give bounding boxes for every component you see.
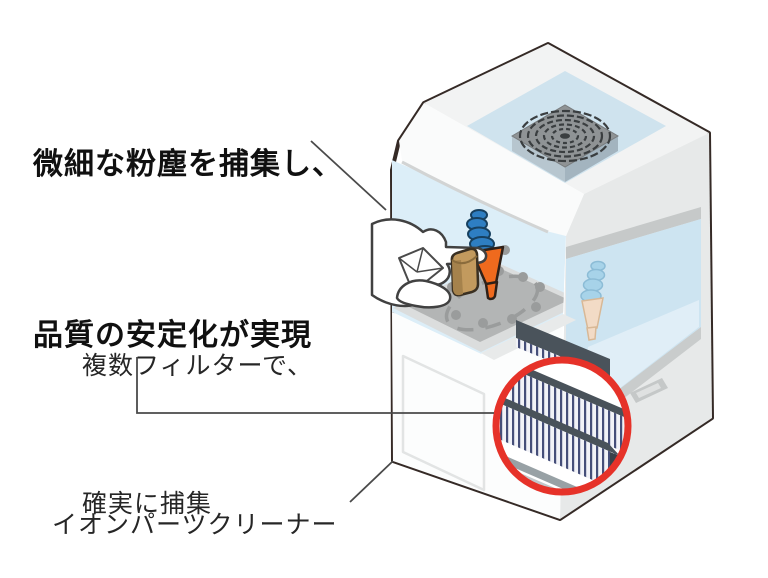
headline-line1: 微細な粉塵を捕集し、 [33, 148, 343, 181]
magnifier-circle [492, 356, 632, 496]
pleated-filters [496, 360, 628, 492]
leader-line-filters [136, 357, 494, 414]
leader-line-headline [310, 140, 387, 211]
fan-grille-icon [518, 109, 612, 163]
filter-note-line1: 複数フィルターで、 [82, 352, 314, 380]
filter-note-line2: 確実に捕集 [82, 490, 213, 518]
headline-line2: 品質の安定化が実現 [33, 319, 312, 352]
hood-face [399, 103, 584, 236]
side-handle [630, 378, 668, 403]
leader-line-device [349, 460, 394, 503]
leader-lines [136, 140, 494, 503]
exhaust-fan-icon [511, 104, 619, 182]
device-label: イオンパーツクリーナー [52, 511, 338, 539]
workpiece [450, 247, 480, 297]
hand-with-workpiece [370, 218, 488, 309]
hose-reflection [580, 260, 606, 341]
door-inset [401, 354, 486, 492]
filter-note-text: 複数フィルターで、 確実に捕集 [82, 251, 313, 578]
hood-lip [401, 160, 549, 234]
turntable [393, 245, 566, 352]
headline-text: 微細な粉塵を捕集し、 品質の安定化が実現 [33, 22, 343, 478]
hand-thumb [395, 279, 452, 309]
